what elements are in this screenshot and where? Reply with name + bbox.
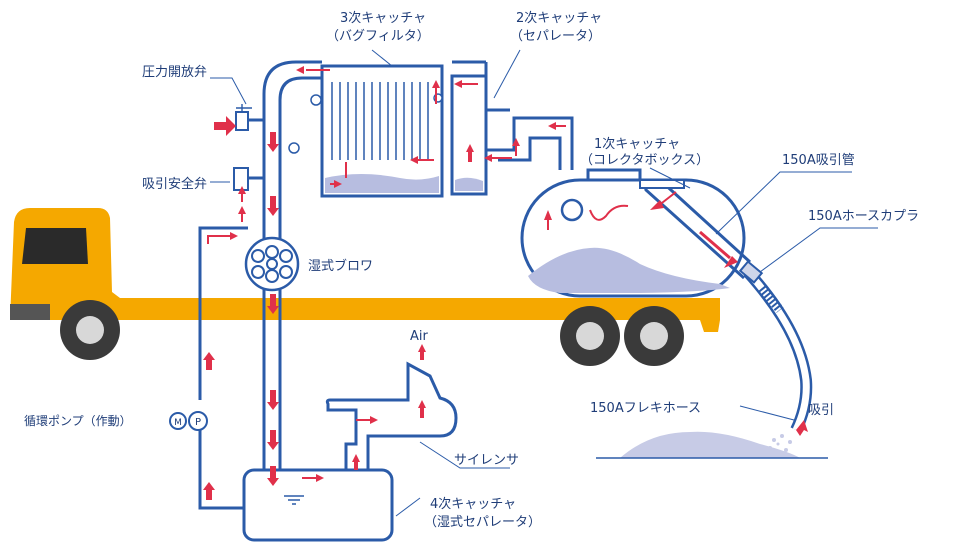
ground-dust-pile [620, 431, 800, 458]
motor-symbol: M [174, 418, 182, 428]
truck [10, 208, 720, 366]
label-catcher4-line2: （湿式セパレータ） [424, 515, 541, 530]
truck-frame [120, 298, 720, 320]
tank-dust-pile [528, 247, 730, 293]
truck-rear-wheel-1 [560, 306, 620, 366]
wet-blower [244, 236, 300, 292]
label-circulation-pump: 循環ポンプ（作動） [24, 414, 132, 428]
suction-safety-valve [233, 167, 264, 191]
pipe-gauge [288, 142, 300, 154]
flow-arrows [203, 66, 808, 500]
label-suction: 吸引 [808, 403, 834, 418]
bag-filter-gauge [310, 94, 322, 106]
filter-bags [331, 82, 429, 160]
label-catcher1-line2: （コレクタボックス） [580, 153, 709, 168]
label-wet-blower: 湿式ブロワ [308, 258, 373, 274]
bag-filter-dust [325, 174, 439, 193]
truck-cab-lower [10, 304, 50, 320]
label-catcher1-line1: 1次キャッチャ [594, 136, 680, 152]
primary-catcher-tank [520, 168, 746, 298]
suction-pipe-assembly [596, 178, 828, 459]
label-pressure-valve: 圧力開放弁 [142, 65, 207, 80]
pipe-separator-to-tank [486, 116, 574, 170]
label-flexible-hose: 150Aフレキホース [590, 401, 701, 416]
truck-front-wheel [60, 300, 120, 360]
circulation-pump: M P [169, 411, 208, 431]
label-hose-coupler: 150Aホースカプラ [808, 209, 919, 224]
dust-particles [768, 434, 792, 452]
pressure-release-valve [235, 104, 264, 131]
pump-symbol: P [195, 417, 201, 428]
label-suction-pipe: 150A吸引管 [782, 153, 855, 168]
bag-filter-housing [310, 64, 444, 198]
labels: 3次キャッチャ （バグフィルタ） 2次キャッチャ （セパレータ） 圧力開放弁 吸… [24, 10, 919, 530]
label-catcher2-line2: （セパレータ） [510, 29, 601, 44]
label-catcher3-line2: （バグフィルタ） [326, 29, 430, 44]
label-silencer: サイレンサ [454, 453, 519, 468]
truck-frame-tail [700, 320, 720, 332]
label-catcher3-line1: 3次キャッチャ [340, 10, 426, 26]
label-air: Air [410, 329, 429, 344]
circulation-return-pipe [198, 226, 248, 510]
truck-windshield [22, 228, 88, 264]
main-pipe [262, 60, 322, 484]
wet-separator-tank [242, 468, 394, 542]
label-suction-safety-valve: 吸引安全弁 [142, 176, 207, 192]
leader-lines [210, 49, 878, 517]
separator-housing [450, 60, 510, 196]
label-catcher2-line1: 2次キャッチャ [516, 10, 602, 26]
tank-port [560, 198, 584, 222]
truck-rear-wheel-2 [624, 306, 684, 366]
label-catcher4-line1: 4次キャッチャ [430, 496, 516, 512]
silencer [325, 361, 458, 470]
